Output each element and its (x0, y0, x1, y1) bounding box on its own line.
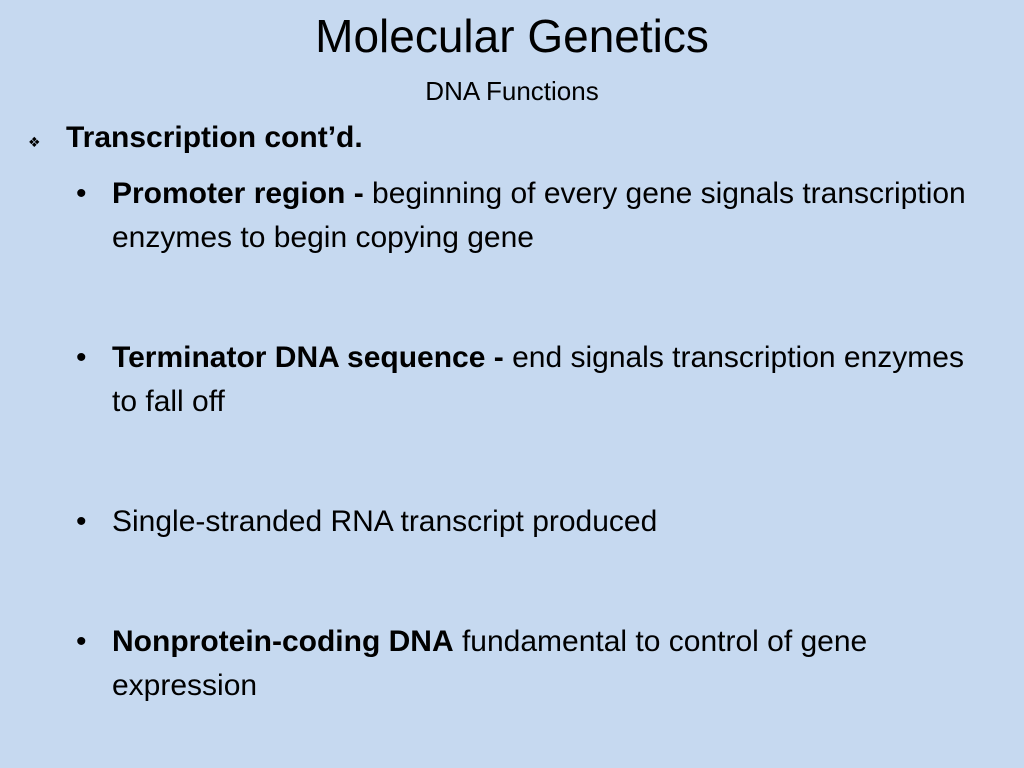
bullet-dot-icon: • (76, 625, 87, 658)
slide-subtitle: DNA Functions (425, 76, 599, 106)
bullet-dot-icon: • (76, 177, 87, 210)
bullet-item-rna-transcript: • Single-stranded RNA transcript produce… (76, 500, 996, 544)
level1-bullet: ❖ Transcription cont’d. (28, 116, 988, 164)
bullet-description: end signals transcription enzymes to fal… (112, 341, 964, 418)
bullet-item-nonprotein-coding: • Nonprotein-coding DNA fundamental to c… (76, 620, 996, 708)
level1-text: Transcription cont’d. (66, 121, 363, 154)
bullet-description: Single-stranded RNA transcript produced (112, 505, 658, 538)
bullet-dot-icon: • (76, 341, 87, 374)
bullet-dot-icon: • (76, 505, 87, 538)
slide-title: Molecular Genetics (315, 10, 709, 62)
bullet-bold-term: Terminator DNA sequence - (112, 341, 513, 374)
bullet-bold-term: Nonprotein-coding DNA (112, 625, 454, 658)
bullet-text: Single-stranded RNA transcript produced (112, 500, 996, 544)
bullet-description: beginning of every gene signals transcri… (112, 177, 966, 254)
diamond-bullet-icon: ❖ (28, 134, 41, 150)
bullet-description: fundamental to control of gene expressio… (112, 625, 868, 702)
bullet-text: Promoter region - beginning of every gen… (112, 172, 996, 260)
bullet-text: Nonprotein-coding DNA fundamental to con… (112, 620, 996, 708)
bullet-item-promoter: • Promoter region - beginning of every g… (76, 172, 996, 260)
bullet-text: Terminator DNA sequence - end signals tr… (112, 336, 996, 424)
bullet-bold-term: Promoter region - (112, 177, 373, 210)
bullet-item-terminator: • Terminator DNA sequence - end signals … (76, 336, 996, 424)
